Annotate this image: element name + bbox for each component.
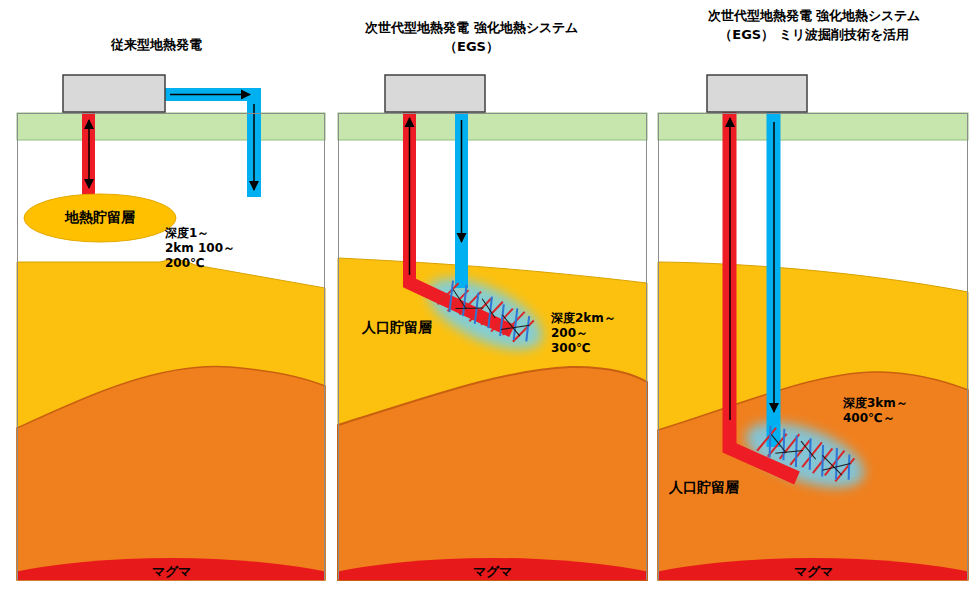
magma-shape — [339, 558, 646, 580]
depth-label: 深度1～2km 100～200℃ — [165, 226, 237, 271]
magma-band: マグマ — [339, 558, 646, 580]
panel-heading: 従来型地熱発電 — [26, 35, 286, 54]
panel-background — [338, 113, 647, 580]
magma-band: マグマ — [18, 558, 324, 580]
injection-pipe — [165, 88, 261, 197]
magma-band: マグマ — [659, 558, 967, 580]
ground-surface — [658, 113, 968, 140]
ellipse-shape — [24, 194, 176, 242]
production-pipe — [730, 112, 798, 478]
ground-surface — [17, 113, 325, 140]
reservoir-label: 人口貯留層 — [362, 318, 462, 336]
magma-outline — [659, 558, 967, 580]
depth-label: 深度3km～ 400℃～ — [843, 396, 915, 426]
reservoir-ellipse: 地熱貯留層 — [23, 193, 177, 243]
ground-surface — [338, 113, 647, 140]
flow-arrow — [88, 120, 90, 188]
flow-arrow — [461, 120, 463, 242]
magma-outline — [18, 558, 324, 580]
flow-arrow — [170, 94, 250, 96]
flow-arrow — [729, 118, 731, 420]
flow-arrow — [253, 104, 255, 190]
yellow-rock-layer — [17, 260, 325, 580]
injection-pipe — [767, 112, 781, 447]
injection-pipe — [455, 112, 468, 288]
orange-rock-layer — [658, 372, 968, 580]
magma-shape — [659, 558, 967, 580]
depth-label: 深度2km～ 200～300℃ — [551, 311, 623, 356]
diagram-panel: 次世代型地熱発電 強化地熱システム（EGS） ミリ波掘削技術を活用マグマ — [658, 113, 968, 580]
power-plant — [707, 75, 807, 112]
panel-background — [17, 113, 325, 580]
artificial-reservoir — [437, 277, 538, 347]
magma-shape — [18, 558, 324, 580]
diagram-panel: 次世代型地熱発電 強化地熱システム（EGS）マグマ — [338, 113, 647, 580]
magma-name: マグマ — [659, 558, 967, 580]
magma-name: マグマ — [18, 558, 324, 580]
magma-name: マグマ — [339, 558, 646, 580]
yellow-rock-layer — [338, 258, 647, 580]
flow-arrow — [409, 118, 411, 275]
diagram-panel: 従来型地熱発電地熱貯留層マグマ — [17, 113, 325, 580]
orange-rock-layer — [17, 366, 325, 580]
flow-arrow — [773, 122, 775, 412]
reservoir-label: 人口貯留層 — [669, 478, 769, 496]
production-pipe — [82, 112, 95, 196]
power-plant — [63, 75, 165, 112]
orange-rock-layer — [338, 367, 647, 580]
yellow-rock-layer — [658, 262, 968, 580]
panel-heading: 次世代型地熱発電 強化地熱システム（EGS） ミリ波掘削技術を活用 — [704, 6, 924, 44]
ellipse-outline — [23, 193, 177, 243]
panel-background — [658, 113, 968, 580]
reservoir-name: 地熱貯留層 — [23, 193, 177, 243]
magma-outline — [339, 558, 646, 580]
artificial-reservoir — [756, 423, 857, 486]
power-plant — [385, 75, 485, 112]
panel-heading: 次世代型地熱発電 強化地熱システム（EGS） — [362, 18, 582, 56]
